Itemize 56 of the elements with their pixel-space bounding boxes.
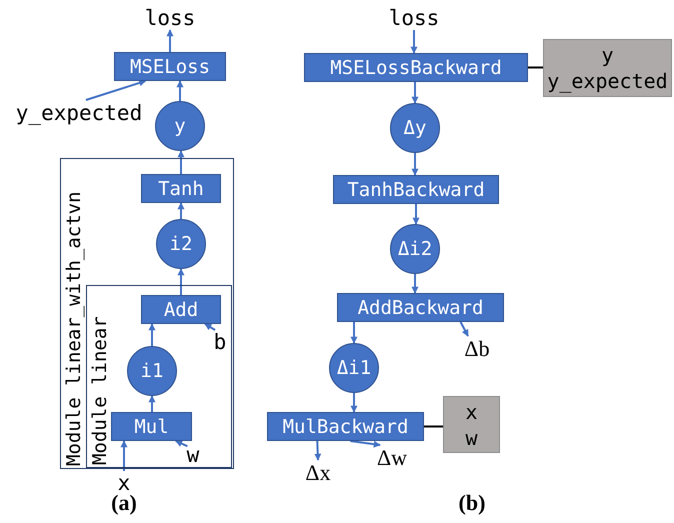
- connector-line: [424, 426, 443, 428]
- arrow: [350, 393, 358, 413]
- arrow: [412, 274, 418, 294]
- arrow: [314, 440, 322, 461]
- variable-label: y_expected: [10, 100, 148, 126]
- variable-label: loss: [390, 6, 438, 30]
- operation-box: Mul: [111, 412, 192, 441]
- operation-box: Add: [141, 295, 221, 324]
- arrow: [166, 29, 174, 52]
- tensor-circle: y: [155, 101, 205, 151]
- arrow: [86, 80, 146, 101]
- tensor-name: y: [601, 42, 614, 68]
- arrow: [412, 153, 418, 176]
- tensor-circle: Δy: [390, 103, 440, 153]
- tensor-name: x: [465, 398, 478, 424]
- arrow: [178, 202, 184, 219]
- arrow: [412, 82, 418, 104]
- tensor-circle: i2: [156, 219, 206, 269]
- operation-box: MulBackward: [267, 412, 424, 441]
- connector-line: [528, 66, 543, 68]
- arrow: [178, 268, 184, 295]
- tensor-name: y_expected: [547, 68, 668, 94]
- module-label: Module linear: [89, 316, 111, 465]
- saved-tensors-box: [443, 396, 500, 453]
- variable-label: b: [213, 330, 227, 354]
- variable-label: loss: [146, 6, 194, 30]
- gradient-label: Δx: [303, 460, 333, 486]
- gradient-label: Δb: [462, 336, 492, 362]
- tensor-circle: i1: [127, 346, 177, 396]
- arrow: [175, 440, 188, 448]
- saved-tensors-box: [543, 39, 672, 97]
- arrow: [204, 323, 216, 331]
- tensor-circle: Δi1: [329, 343, 379, 393]
- arrow: [410, 30, 418, 54]
- arrow: [460, 322, 469, 337]
- operation-box: Tanh: [141, 174, 221, 203]
- arrow: [350, 322, 358, 344]
- gradient-label: Δw: [375, 445, 409, 471]
- arrow: [412, 204, 420, 225]
- arrow: [148, 323, 156, 346]
- module-frame: [60, 158, 234, 469]
- operation-box: TanhBackward: [333, 175, 499, 204]
- variable-label: w: [186, 444, 200, 466]
- tensor-circle: Δi2: [390, 224, 440, 274]
- tensor-name: w: [465, 424, 478, 450]
- module-label: Module linear_with_actvn: [63, 191, 85, 466]
- module-frame: [86, 285, 232, 468]
- arrow: [148, 395, 156, 412]
- operation-box: MSELossBackward: [304, 53, 528, 82]
- operation-box: AddBackward: [337, 293, 504, 322]
- operation-box: MSELoss: [114, 52, 226, 81]
- arrow: [120, 440, 128, 471]
- arrow: [178, 150, 184, 174]
- arrow: [350, 440, 381, 448]
- arrow: [176, 80, 184, 101]
- panel-label: (b): [458, 490, 486, 516]
